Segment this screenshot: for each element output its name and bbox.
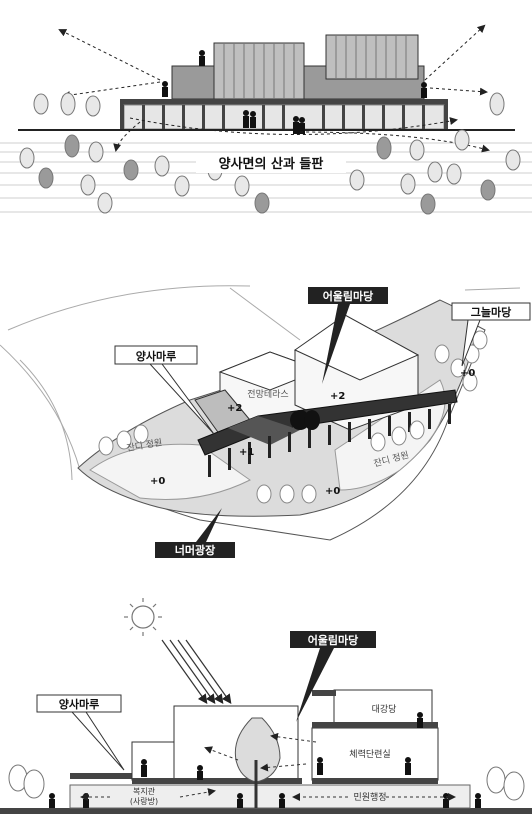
- panel-axonometric: [0, 285, 531, 558]
- level-0-left: +0: [150, 476, 165, 487]
- panel-elevation: [0, 24, 532, 215]
- label-jeonmang: 전망테라스: [247, 389, 288, 400]
- panel-section: [0, 598, 532, 814]
- label-yangsa-top: 양사마루: [136, 349, 176, 363]
- room-welfare-2: (사랑방): [130, 796, 158, 806]
- level-0-mid: +0: [325, 486, 340, 497]
- room-lecture: 대강당: [372, 704, 397, 715]
- room-welfare-1: 복지관: [133, 786, 156, 796]
- room-experience: 체력단련실: [349, 748, 390, 760]
- sun-icon: [124, 598, 162, 636]
- label-geuneul: 그늘마당: [471, 305, 511, 319]
- level-p1: +1: [239, 447, 254, 458]
- room-civil: 민원행정: [353, 791, 386, 803]
- level-p2-right: +2: [330, 391, 345, 402]
- level-0-right: +0: [460, 368, 475, 379]
- panel1-caption: 양사면의 산과 들판: [219, 156, 324, 172]
- label-neomeo: 너머광장: [175, 543, 215, 557]
- label-eoullim-top: 어울림마당: [323, 289, 374, 303]
- label-eoullim-section: 어울림마당: [308, 633, 359, 647]
- level-p2-left: +2: [227, 403, 242, 414]
- label-yangsa-section: 양사마루: [59, 697, 99, 711]
